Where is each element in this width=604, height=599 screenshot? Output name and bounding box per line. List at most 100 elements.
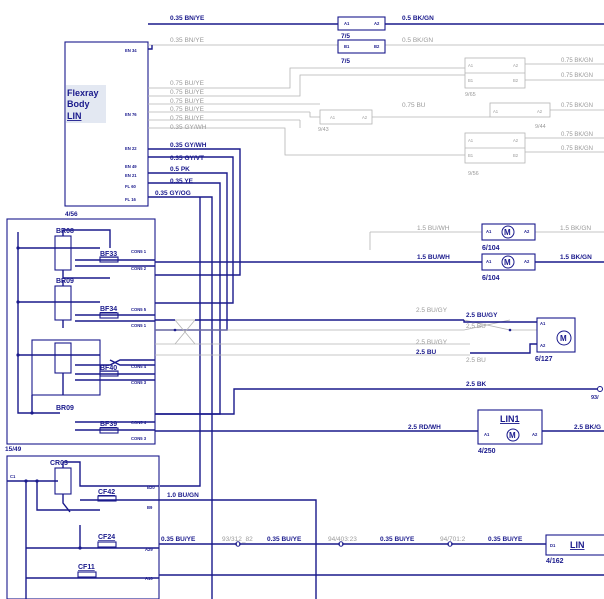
wire-label: 0.75 BK/GN	[561, 58, 593, 64]
fuse-label: CF24	[98, 534, 115, 541]
wire-label: 2.5 BU/GY	[416, 339, 448, 346]
fuse-label: CF42	[98, 489, 115, 496]
flexray-pin: FL 60	[125, 184, 137, 189]
connector-a1a2	[337, 16, 386, 31]
svg-text:CON5 3: CON5 3	[131, 436, 147, 441]
wire-label: 1.5 BK/GN	[560, 225, 591, 232]
svg-text:A2: A2	[524, 259, 530, 264]
wire-label: 0.75 BU/YE	[170, 89, 205, 96]
lin-module	[545, 534, 604, 556]
relay-box-internal	[16, 229, 155, 434]
wire-label: 0.5 BK/GN	[402, 15, 434, 22]
flexray-pin: EN 76	[125, 112, 137, 117]
fuse-label: BF33	[100, 251, 117, 258]
pin-label: A2	[374, 21, 380, 26]
wire-label: 0.75 BU	[402, 102, 426, 109]
wire-label: 2.5 BK/G	[574, 424, 601, 431]
lin-title: LIN	[570, 540, 585, 550]
flexray-title-box	[66, 85, 106, 123]
lin-ref: 4/162	[546, 558, 564, 565]
svg-text:A1: A1	[330, 115, 336, 120]
wire-gy-og	[148, 196, 213, 599]
wire-label: 2.5 BU/GY	[466, 312, 498, 319]
wire-bu-gn	[159, 499, 317, 599]
svg-text:A1: A1	[486, 229, 492, 234]
wire-label: 0.5 PK	[170, 166, 190, 173]
motor-box-1	[481, 223, 536, 241]
fuse-label: BF39	[100, 421, 117, 428]
wire-label: 1.5 BU/WH	[417, 225, 450, 232]
svg-text:C1: C1	[10, 474, 16, 479]
grey-bundle	[148, 67, 490, 156]
motor-3-wiring	[155, 319, 537, 356]
connector-ref: 94/403:23	[328, 536, 357, 543]
svg-text:A1: A1	[484, 432, 490, 437]
flexray-title-line-1: Flexray	[67, 88, 99, 98]
wire-label: 0.35 GY/VT	[170, 155, 204, 162]
connector-ref: 9/43	[318, 127, 329, 133]
wire-label: 2.5 BU	[466, 323, 486, 330]
wire-label: 0.35 GY/OG	[155, 190, 191, 197]
wire-ye	[148, 182, 221, 415]
pin-label: B2	[374, 44, 380, 49]
motor-ref: 6/104	[482, 275, 500, 282]
svg-text:A1: A1	[468, 63, 474, 68]
svg-text:B9: B9	[147, 505, 153, 510]
relay-box-ref: 15/49	[5, 446, 22, 453]
pin-label: A1	[344, 21, 350, 26]
svg-text:A2: A2	[540, 343, 546, 348]
wire-label: 0.35 BU/YE	[380, 536, 415, 543]
grey-connector-left	[319, 109, 373, 125]
svg-text:CON5 4: CON5 4	[131, 364, 147, 369]
connector-ref: 94/701:2	[440, 536, 466, 543]
flexray-pin: EN 34	[125, 48, 137, 53]
wire-label: 0.75 BK/GN	[561, 146, 593, 152]
svg-text:B2: B2	[513, 153, 519, 158]
wire-label: 0.75 BU/YE	[170, 98, 205, 105]
wire-label: 0.75 BU/YE	[170, 115, 205, 122]
wire-label: 2.5 BK	[466, 381, 487, 388]
wire-label: 0.35 BN/YE	[170, 15, 205, 22]
svg-text:A2: A2	[537, 109, 543, 114]
wire-link	[148, 45, 153, 50]
connector-ref: 9/65	[465, 92, 476, 98]
relay-label: BR08	[56, 228, 74, 235]
svg-text:B20: B20	[147, 485, 155, 490]
connector-ref: 9/44	[535, 124, 546, 130]
svg-text:B2: B2	[513, 78, 519, 83]
svg-text:B1: B1	[468, 78, 474, 83]
wire-label: 0.75 BU/YE	[170, 106, 205, 113]
svg-text:D1: D1	[550, 543, 556, 548]
svg-text:CON5 3: CON5 3	[131, 380, 147, 385]
wire-label: 2.5 BU	[416, 349, 437, 356]
lin1-ref: 4/250	[478, 448, 496, 455]
wire-label: 0.75 BK/GN	[561, 73, 593, 79]
relay-label: CR03	[50, 460, 68, 467]
motor-symbol: M	[504, 228, 511, 237]
connector-ref: 93/312_82	[222, 536, 253, 543]
wire-gy-og-branch	[160, 197, 201, 487]
wire-label: 2.5 BU	[466, 357, 486, 364]
motor-ref: 6/127	[535, 356, 553, 363]
fuse-label: BF34	[100, 306, 117, 313]
wire-label: 2.5 RD/WH	[408, 424, 441, 431]
svg-text:CON5 2: CON5 2	[131, 266, 147, 271]
svg-text:A1: A1	[468, 138, 474, 143]
motor-box-2	[481, 253, 536, 271]
connector-b1b2	[337, 39, 386, 54]
flexray-module-box	[64, 41, 149, 207]
wire-label: 0.5 BK/GN	[402, 37, 433, 44]
wire-ref: 93/	[591, 395, 599, 401]
wire-label: 1.5 BU/WH	[417, 254, 450, 261]
flexray-pin: EN 21	[125, 173, 137, 178]
svg-text:CON5 1: CON5 1	[131, 249, 147, 254]
wire-label: 0.35 GY/WH	[170, 124, 207, 131]
svg-text:CON5 5: CON5 5	[131, 307, 147, 312]
flexray-pin: FL 16	[125, 197, 137, 202]
connector-ref: 7/5	[341, 58, 350, 65]
lin1-module	[477, 409, 543, 445]
wire-label: 1.0 BU/GN	[167, 492, 199, 499]
svg-text:B1: B1	[468, 153, 474, 158]
cr-box	[6, 455, 160, 599]
